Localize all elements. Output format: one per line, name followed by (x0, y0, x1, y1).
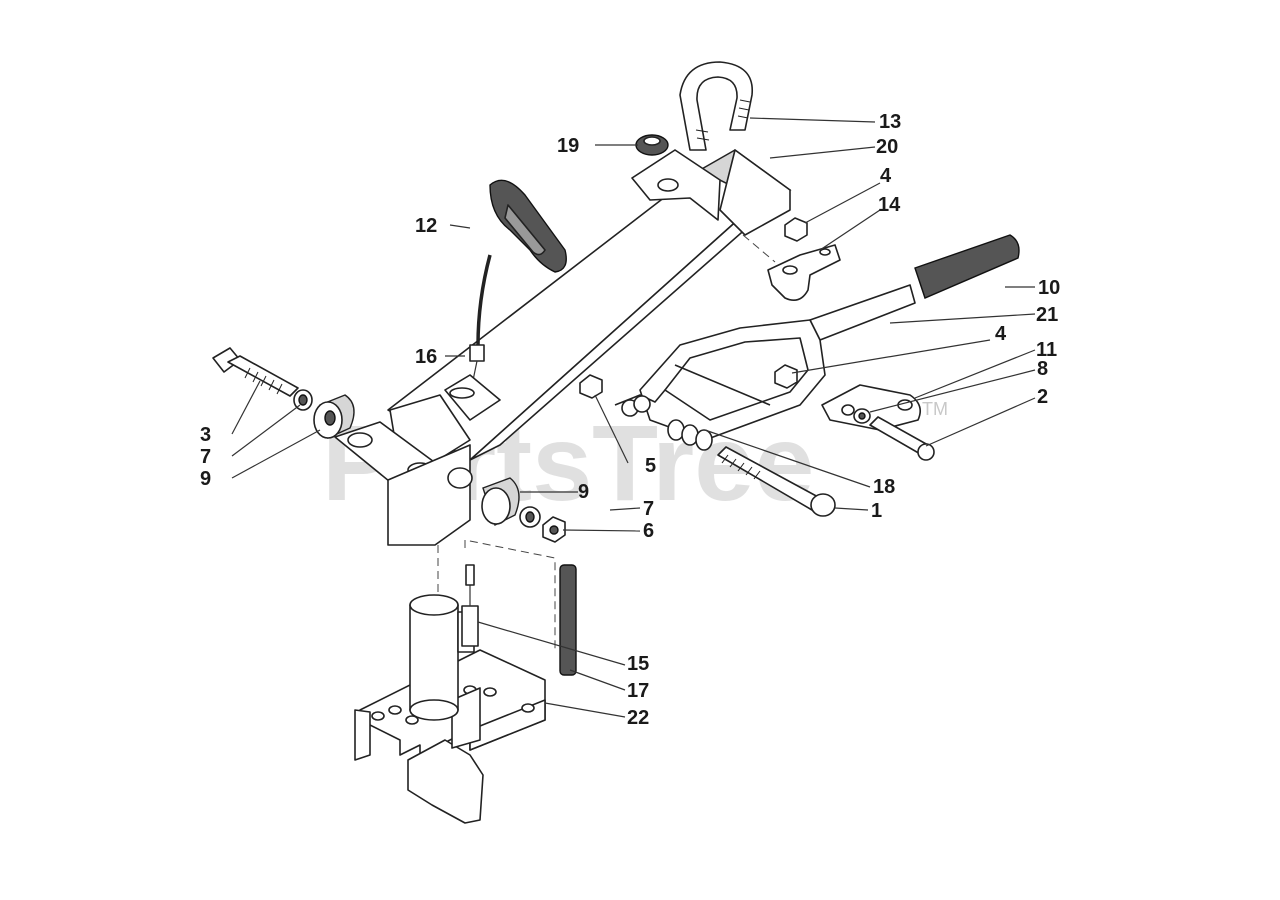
alignment-line-2 (464, 539, 556, 650)
callout-6: 6 (643, 520, 654, 542)
callout-2: 2 (1037, 386, 1048, 408)
callout-12: 12 (415, 215, 437, 237)
washer-8 (853, 408, 871, 424)
alignment-line-3 (742, 234, 776, 263)
spring-18 (614, 389, 713, 451)
callout-21: 21 (1036, 304, 1058, 326)
callout-15: 15 (627, 653, 649, 675)
tube-bracket (631, 149, 721, 221)
callout-9-left: 9 (200, 468, 211, 490)
callout-22: 22 (627, 707, 649, 729)
callout-20: 20 (876, 136, 898, 158)
grip-pad (489, 179, 567, 273)
callout-1: 1 (871, 500, 882, 522)
handle-loop (679, 61, 753, 151)
callout-14: 14 (878, 194, 901, 216)
bushing-left (313, 394, 355, 439)
callout-4-lower: 4 (995, 323, 1007, 345)
callout-5: 5 (645, 455, 656, 477)
callout-3: 3 (200, 424, 211, 446)
callout-13: 13 (879, 111, 901, 133)
callout-8: 8 (1037, 358, 1048, 380)
callout-17: 17 (627, 680, 649, 702)
callout-11: 11 (1036, 339, 1057, 361)
cylinder (409, 564, 479, 721)
callout-7-left: 7 (200, 446, 211, 468)
washer-left (293, 389, 313, 411)
bolt-3 (212, 347, 299, 397)
knob (635, 134, 669, 156)
callout-16: 16 (415, 346, 437, 368)
callout-18: 18 (873, 476, 895, 498)
callout-10: 10 (1038, 277, 1060, 299)
callout-9-right: 9 (578, 481, 589, 503)
clip-14 (767, 244, 841, 301)
nut-4-lower (774, 364, 798, 389)
spring-17 (559, 564, 577, 676)
callout-labels: 13 20 19 4 14 12 10 21 16 4 11 8 2 3 7 9… (200, 111, 1060, 729)
pedal-pad (914, 234, 1020, 299)
nut-6 (542, 516, 566, 543)
bracket-11 (821, 384, 921, 431)
pedal-arm (639, 284, 916, 441)
watermark-tm: TM (922, 399, 948, 419)
nut-4-upper (784, 217, 808, 242)
leader-lines (231, 117, 1036, 718)
nut-5 (579, 374, 603, 399)
washer-right (519, 506, 541, 528)
callout-19: 19 (557, 135, 579, 157)
mount-plate (334, 421, 473, 546)
bolt-1 (717, 446, 836, 517)
callout-7-right: 7 (643, 498, 654, 520)
bushing-right (481, 477, 520, 526)
callout-4-upper: 4 (880, 165, 892, 187)
